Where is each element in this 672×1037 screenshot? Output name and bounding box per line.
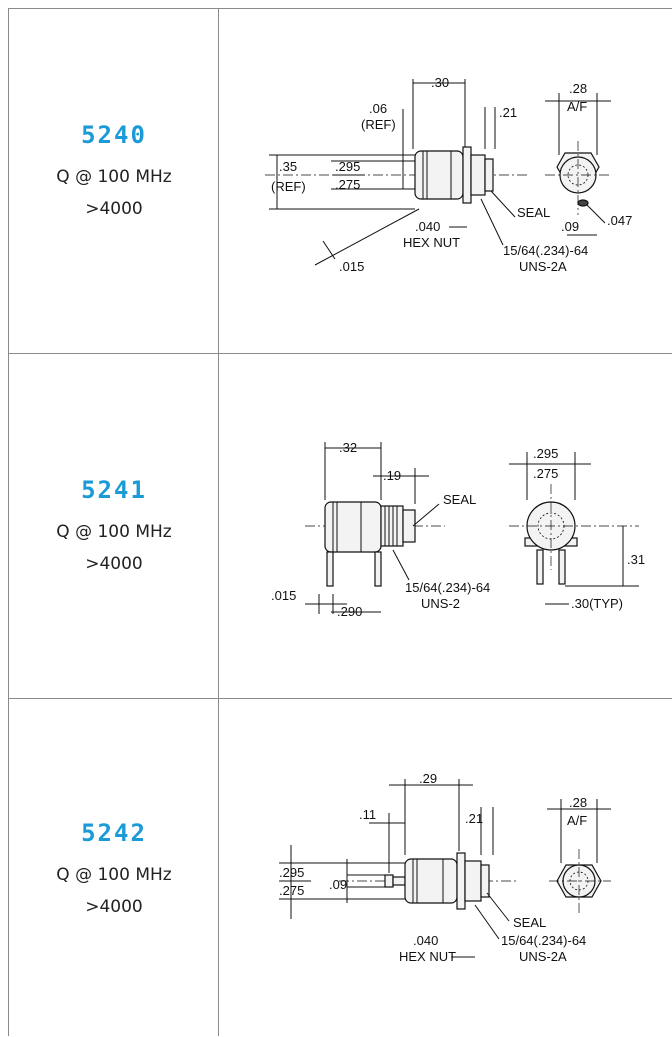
- dim-label: .29: [419, 771, 437, 786]
- q-label: Q @ 100 MHz: [56, 865, 172, 885]
- pin: [558, 549, 566, 585]
- parts-table: 5240 Q @ 100 MHz >4000: [8, 8, 672, 1036]
- dim-label: .28: [569, 795, 587, 810]
- q-label: Q @ 100 MHz: [56, 522, 172, 542]
- hex-nut: [462, 146, 472, 204]
- dim-label: UNS-2A: [519, 259, 567, 274]
- part-info-cell: 5240 Q @ 100 MHz >4000: [8, 9, 219, 353]
- dim-label: HEX NUT: [403, 235, 460, 250]
- part-row-5240: 5240 Q @ 100 MHz >4000: [8, 8, 672, 353]
- dim-label: 15/64(.234)-64: [405, 580, 490, 595]
- dim-label: SEAL: [443, 492, 476, 507]
- part-row-5241: 5241 Q @ 100 MHz >4000: [8, 353, 672, 698]
- drawing-cell: .29 .11 .21 .295 .275 .09 .040 HEX NUT: [219, 699, 672, 1036]
- pin: [374, 551, 382, 587]
- thread-section: [380, 505, 404, 547]
- part-number: 5242: [81, 819, 147, 847]
- dim-label: .290: [337, 604, 362, 619]
- thread-section: [470, 154, 486, 196]
- part-number: 5240: [81, 121, 147, 149]
- drawing-cell: .30 .06 (REF) .21 .35 (REF) .295 .275: [219, 9, 672, 353]
- dim-label: .295: [279, 865, 304, 880]
- dim-label: 15/64(.234)-64: [501, 933, 586, 948]
- dim-label: A/F: [567, 99, 587, 114]
- dimension-drawing-5241: .32 .19 SEAL 15/64(.234)-64 UNS-2 .015 .…: [271, 440, 645, 619]
- seal: [402, 509, 416, 543]
- dim-label: .047: [607, 213, 632, 228]
- q-label: Q @ 100 MHz: [56, 167, 172, 187]
- dim-label: .32: [339, 440, 357, 455]
- hex-nut: [456, 852, 466, 910]
- q-value: >4000: [85, 199, 143, 219]
- dim-label: .21: [499, 105, 517, 120]
- dim-label: .275: [335, 177, 360, 192]
- thread-section: [464, 860, 482, 902]
- pin: [536, 549, 544, 585]
- dim-label: .015: [339, 259, 364, 274]
- dim-label: UNS-2: [421, 596, 460, 611]
- q-value: >4000: [85, 554, 143, 574]
- part-row-5242: 5242 Q @ 100 MHz >4000 .29: [8, 698, 672, 1036]
- dim-label: HEX NUT: [399, 949, 456, 964]
- dim-label: .35: [279, 159, 297, 174]
- dim-label: .31: [627, 552, 645, 567]
- q-value: >4000: [85, 897, 143, 917]
- seal: [480, 864, 490, 898]
- dim-label: .295: [533, 446, 558, 461]
- dim-label: .06: [369, 101, 387, 116]
- dim-label: (REF): [271, 179, 306, 194]
- dim-label: SEAL: [517, 205, 550, 220]
- drawing-cell: .32 .19 SEAL 15/64(.234)-64 UNS-2 .015 .…: [219, 354, 672, 698]
- coil-body: [414, 150, 464, 200]
- dim-label: (REF): [361, 117, 396, 132]
- dim-label: 15/64(.234)-64: [503, 243, 588, 258]
- dimension-drawing-5240: .30 .06 (REF) .21 .35 (REF) .295 .275: [265, 75, 632, 274]
- part-number: 5241: [81, 476, 147, 504]
- dim-label: .275: [533, 466, 558, 481]
- dim-label: .30: [431, 75, 449, 90]
- dim-label: .295: [335, 159, 360, 174]
- dim-label: SEAL: [513, 915, 546, 930]
- dim-label: .040: [413, 933, 438, 948]
- dim-label: .09: [561, 219, 579, 234]
- dim-label: .09: [329, 877, 347, 892]
- part-info-cell: 5242 Q @ 100 MHz >4000: [8, 699, 219, 1036]
- part-info-cell: 5241 Q @ 100 MHz >4000: [8, 354, 219, 698]
- terminal: [384, 874, 394, 888]
- dim-label: .21: [465, 811, 483, 826]
- dim-label: .275: [279, 883, 304, 898]
- dim-label: .19: [383, 468, 401, 483]
- dim-label: A/F: [567, 813, 587, 828]
- dim-label: UNS-2A: [519, 949, 567, 964]
- dimension-drawing-5242: .29 .11 .21 .295 .275 .09 .040 HEX NUT: [279, 771, 611, 964]
- dim-label: .015: [271, 588, 296, 603]
- pin: [326, 551, 334, 587]
- dim-label: .30(TYP): [571, 596, 623, 611]
- seal: [484, 158, 494, 192]
- dim-label: .040: [415, 219, 440, 234]
- terminal-lead: [392, 876, 406, 886]
- dim-label: .11: [359, 807, 376, 822]
- dim-label: .28: [569, 81, 587, 96]
